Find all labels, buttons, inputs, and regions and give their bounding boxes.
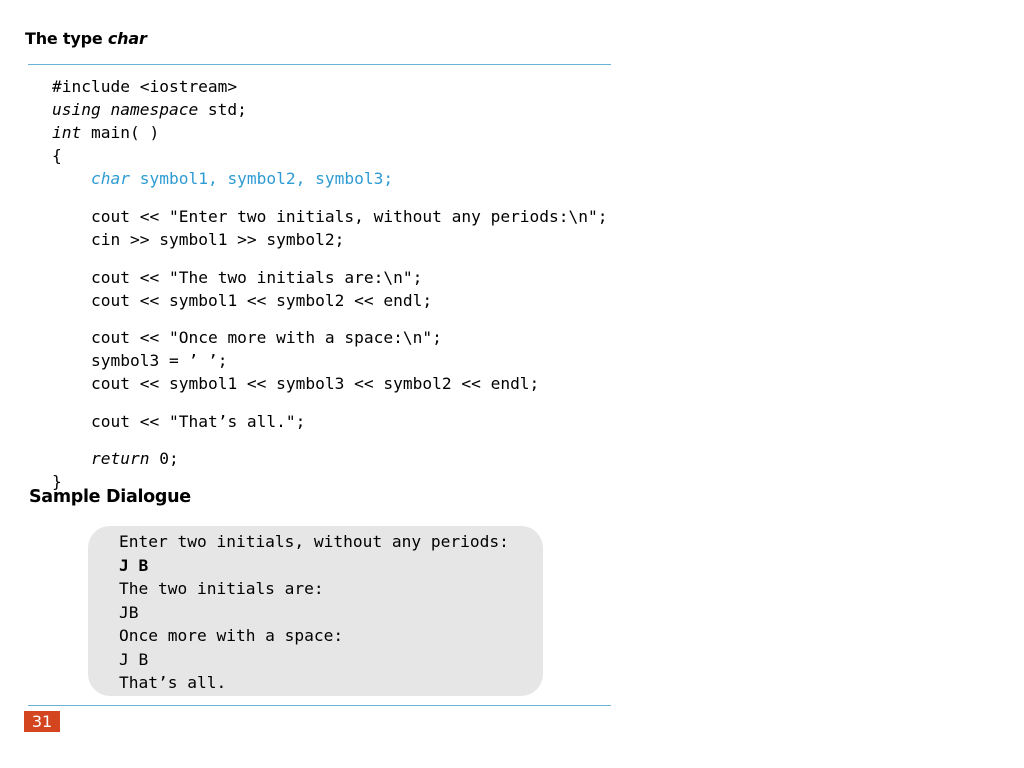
code-line-assign: symbol3 = ’ ’; <box>91 351 228 370</box>
code-line-prompt: cout << "Enter two initials, without any… <box>91 207 608 226</box>
code-line-declaration: char symbol1, symbol2, symbol3; <box>52 167 393 190</box>
code-line-using: using namespace std; <box>52 98 393 121</box>
slide-title: The type char <box>25 29 147 48</box>
page-number-badge: 31 <box>24 711 60 732</box>
code-declaration-rest: symbol1, symbol2, symbol3; <box>129 169 394 188</box>
dialogue-line: Once more with a space: <box>119 626 344 645</box>
sample-dialogue-heading: Sample Dialogue <box>29 487 191 507</box>
code-line-space-out: cout << symbol1 << symbol3 << symbol2 <<… <box>91 374 540 393</box>
code-group-space: cout << "Once more with a space:\n"; symb… <box>52 326 539 395</box>
code-return-rest: 0; <box>149 449 179 468</box>
code-keyword-return: return <box>91 449 150 468</box>
code-group-input: cout << "Enter two initials, without any… <box>52 205 608 251</box>
dialogue-line: JB <box>119 602 139 622</box>
sample-dialogue-output: Enter two initials, without any periods:… <box>119 530 509 695</box>
code-group-initials: cout << "The two initials are:\n"; cout <… <box>52 266 432 312</box>
sample-dialogue-box <box>88 526 543 696</box>
code-keyword-char: char <box>91 169 130 188</box>
code-line-main: int main( ) <box>52 121 393 144</box>
code-main-rest: main( ) <box>81 123 160 142</box>
code-block-header: #include <iostream>using namespace std;i… <box>52 75 393 190</box>
dialogue-line: The two initials are: <box>119 579 324 598</box>
code-line-thats-all: cout << "That’s all."; <box>91 412 306 431</box>
dialogue-line: J B <box>119 649 149 669</box>
code-line-return: return 0; <box>91 447 179 470</box>
dialogue-line: Enter two initials, without any periods: <box>119 532 509 551</box>
slide-title-emphasis: char <box>107 29 147 48</box>
code-line-initials-msg: cout << "The two initials are:\n"; <box>91 268 423 287</box>
code-using-rest: std; <box>198 100 247 119</box>
code-line-space-msg: cout << "Once more with a space:\n"; <box>91 328 442 347</box>
code-open-brace: { <box>52 146 62 165</box>
top-divider <box>28 64 611 65</box>
bottom-divider <box>28 705 611 706</box>
code-keyword-using: using namespace <box>52 100 199 119</box>
dialogue-user-input: J B <box>119 555 149 575</box>
code-line-initials-out: cout << symbol1 << symbol2 << endl; <box>91 291 433 310</box>
code-line-cin: cin >> symbol1 >> symbol2; <box>91 230 345 249</box>
code-line-include: #include <iostream> <box>52 77 238 96</box>
dialogue-line: That’s all. <box>119 673 227 692</box>
code-keyword-int: int <box>52 123 82 142</box>
code-close-brace: } <box>52 472 62 491</box>
code-group-return: return 0; <box>52 447 179 470</box>
code-group-thats-all: cout << "That’s all."; <box>52 410 305 433</box>
slide-title-prefix: The type <box>25 29 108 48</box>
